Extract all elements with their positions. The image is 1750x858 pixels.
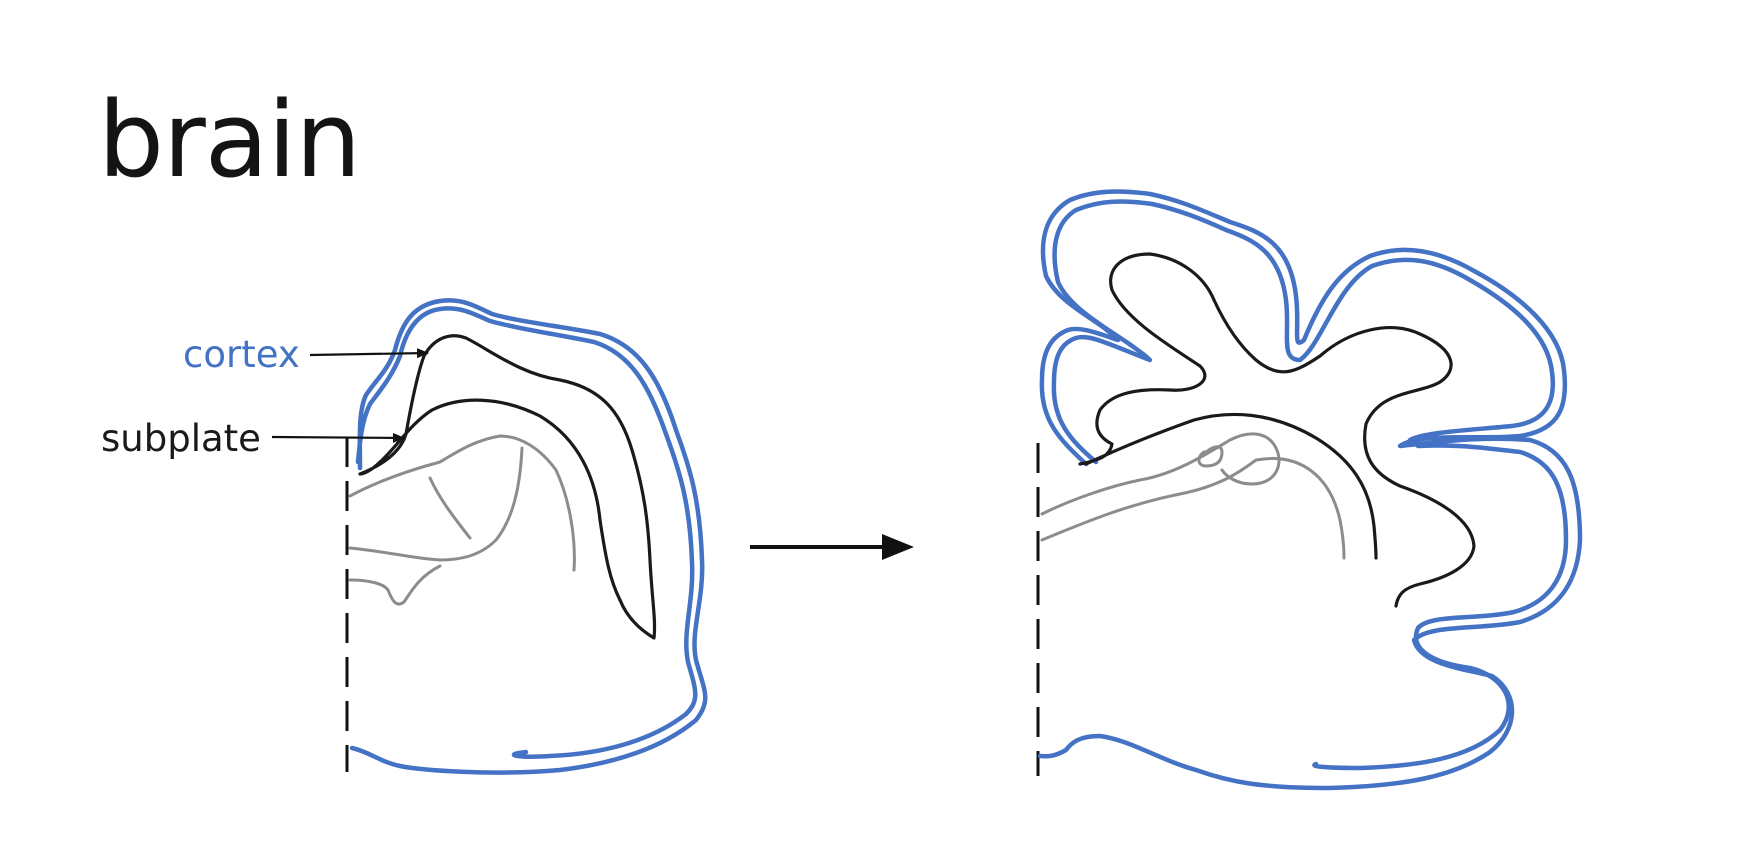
left-cortex-outer (349, 298, 708, 775)
left-cortex-inner (355, 306, 698, 759)
right-cortex-inner (1051, 199, 1556, 465)
right-cortex-inner-lower (1312, 443, 1569, 771)
transition-arrow-icon (750, 534, 914, 560)
right-inner-fold (1040, 457, 1346, 560)
right-inner-hook (1197, 445, 1224, 468)
cortex-pointer-arrow (309, 348, 429, 359)
subplate-pointer-arrow (271, 432, 405, 443)
right-inner-ventricle (1040, 432, 1281, 516)
right-subplate-inner (1084, 412, 1378, 560)
right-cortex-outer (1037, 189, 1583, 791)
left-inner-fold (348, 446, 524, 562)
right-subplate (1078, 252, 1476, 608)
diagram-title: brain (98, 79, 361, 201)
left-subplate-outer (358, 334, 657, 640)
left-inner-sulcus (348, 564, 442, 606)
left-inner-ventricle (348, 434, 576, 572)
cortex-label: cortex (183, 333, 300, 376)
smooth-brain-panel (271, 298, 708, 775)
subplate-label: subplate (101, 417, 261, 460)
folded-brain-panel (1036, 189, 1583, 791)
